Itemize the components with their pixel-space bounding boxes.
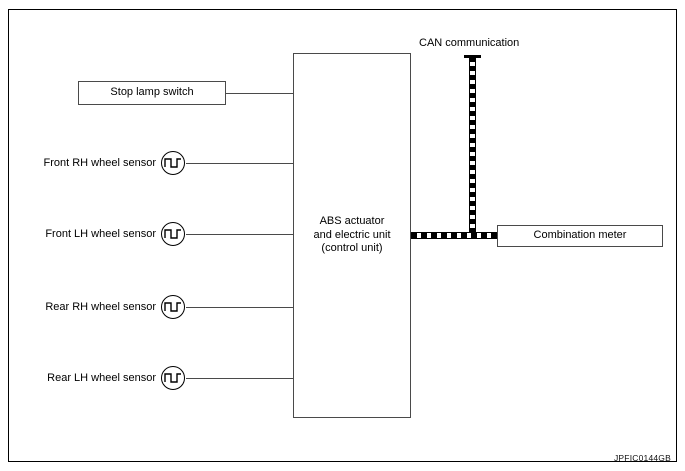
pulse-waveform-icon — [161, 366, 185, 390]
combination-meter-box: Combination meter — [497, 225, 663, 247]
figure-reference-code: JPFIC0144GB — [613, 453, 671, 463]
can-bus-vertical-line — [469, 57, 476, 236]
connector-rear-rh-sensor — [186, 307, 294, 308]
pulse-waveform-icon — [161, 151, 185, 175]
sensor-label-rear-rh: Rear RH wheel sensor — [45, 301, 156, 313]
connector-stop-lamp-switch — [226, 93, 294, 94]
pulse-waveform-icon — [161, 222, 185, 246]
connector-rear-lh-sensor — [186, 378, 294, 379]
connector-front-lh-sensor — [186, 234, 294, 235]
can-bus-terminator-cap — [464, 55, 481, 58]
sensor-row-front-lh: Front LH wheel sensor — [45, 221, 186, 247]
abs-actuator-electric-unit-box: ABS actuator and electric unit (control … — [293, 53, 411, 418]
sensor-label-rear-lh: Rear LH wheel sensor — [47, 372, 156, 384]
stop-lamp-switch-box: Stop lamp switch — [78, 81, 226, 105]
abs-unit-label-line3: (control unit) — [321, 242, 383, 255]
pulse-waveform-icon — [161, 295, 185, 319]
abs-unit-label-line1: ABS actuator — [319, 214, 385, 227]
sensor-row-front-rh: Front RH wheel sensor — [44, 150, 186, 176]
connector-front-rh-sensor — [186, 163, 294, 164]
combination-meter-label: Combination meter — [533, 229, 627, 242]
sensor-row-rear-rh: Rear RH wheel sensor — [45, 294, 186, 320]
abs-unit-label-line2: and electric unit — [313, 228, 391, 241]
sensor-row-rear-lh: Rear LH wheel sensor — [47, 365, 186, 391]
stop-lamp-switch-label: Stop lamp switch — [110, 86, 194, 99]
can-communication-label: CAN communication — [419, 37, 520, 49]
sensor-label-front-rh: Front RH wheel sensor — [43, 157, 157, 169]
sensor-label-front-lh: Front LH wheel sensor — [45, 228, 156, 240]
can-bus-horizontal-line — [411, 232, 499, 239]
